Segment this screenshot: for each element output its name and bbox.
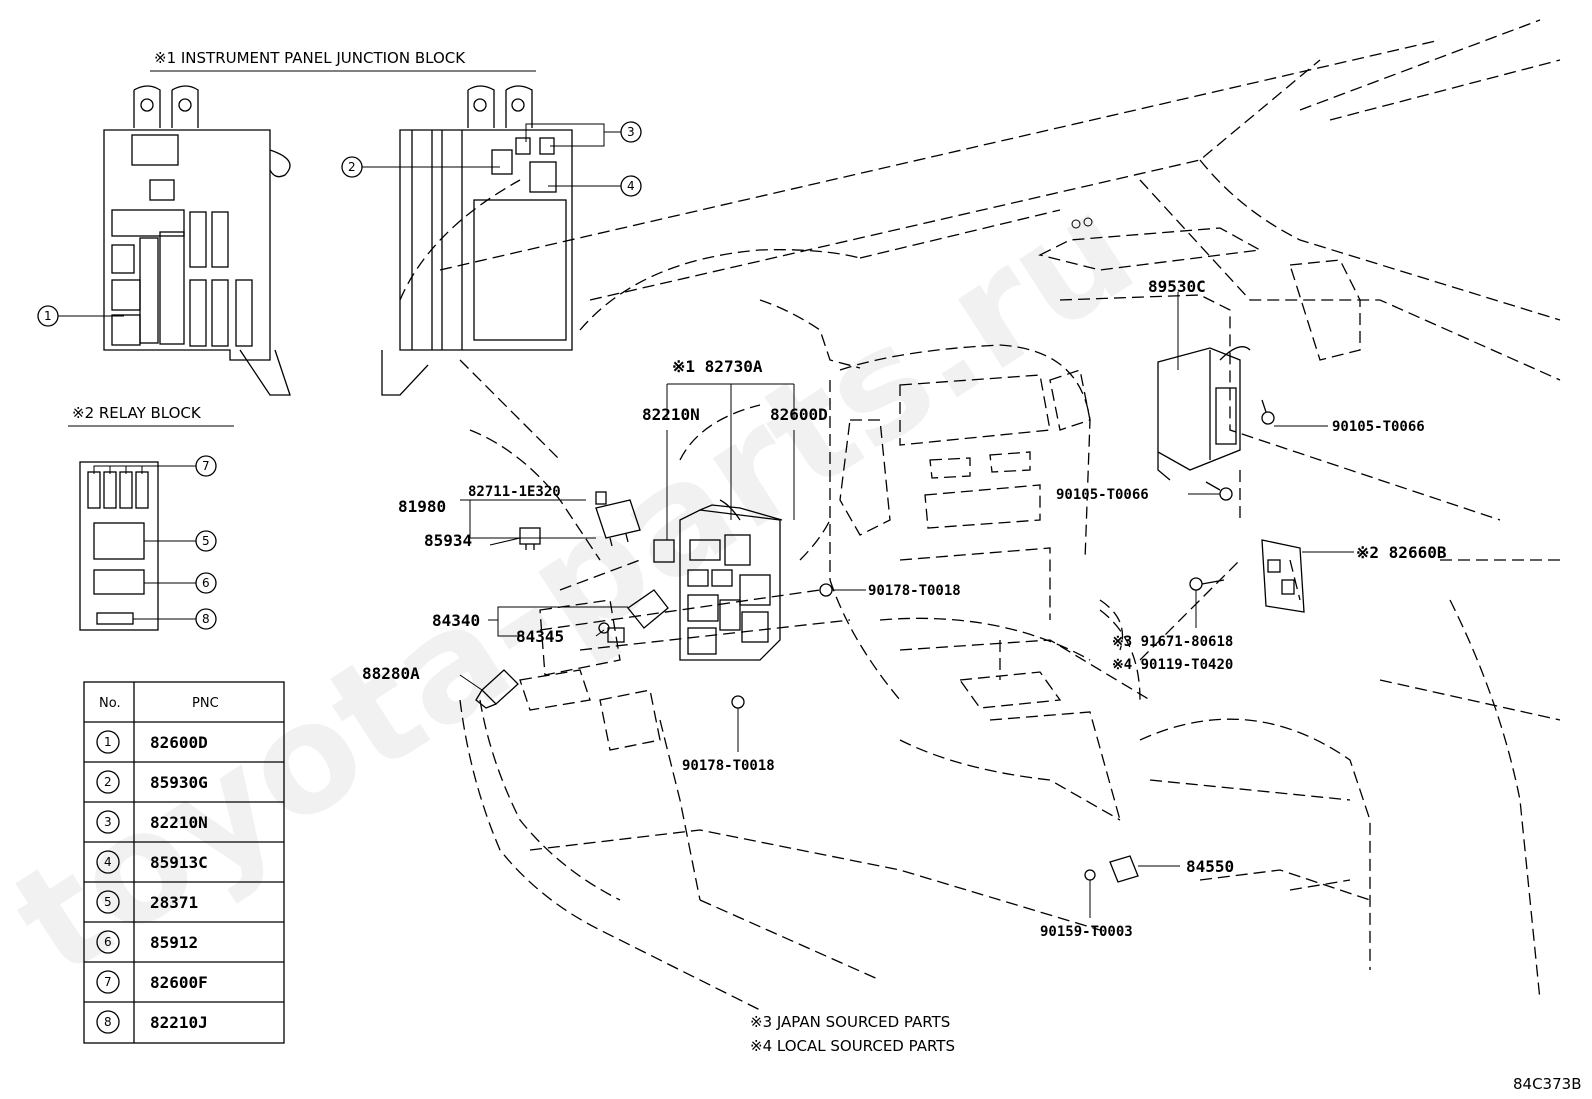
callout-1: 1 — [37, 305, 124, 327]
svg-text:5: 5 — [202, 534, 210, 548]
label-84345: 84345 — [516, 627, 564, 646]
junction-block-front — [103, 85, 291, 396]
svg-text:85913C: 85913C — [150, 853, 208, 872]
label-81980: 81980 — [398, 497, 446, 516]
svg-text:85930G: 85930G — [150, 773, 208, 792]
nut-90178-lower-part — [731, 695, 745, 709]
label-90105-t0066-lower: 90105-T0066 — [1056, 487, 1149, 503]
label-84550: 84550 — [1186, 857, 1234, 876]
clip-82711-part — [595, 491, 607, 505]
table-row: 4 85913C — [96, 850, 208, 874]
junction-block-title: ※1 INSTRUMENT PANEL JUNCTION BLOCK — [154, 49, 466, 67]
label-89530c: 89530C — [1148, 277, 1206, 296]
svg-text:28371: 28371 — [150, 893, 198, 912]
relay-82210n-part — [653, 539, 675, 563]
label-82600d: 82600D — [770, 405, 828, 424]
label-82730a: ※1 82730A — [672, 357, 763, 376]
label-82711-1e320: 82711-1E320 — [468, 484, 561, 500]
label-90178-t0018-upper: 90178-T0018 — [868, 583, 961, 599]
svg-text:8: 8 — [104, 1015, 112, 1029]
callout-8: 8 — [133, 608, 217, 630]
svg-text:82210N: 82210N — [150, 813, 208, 832]
svg-text:3: 3 — [104, 815, 112, 829]
figure-id: 84C373B — [1513, 1075, 1581, 1093]
svg-text:82600F: 82600F — [150, 973, 208, 992]
svg-text:5: 5 — [104, 895, 112, 909]
label-82660b: ※2 82660B — [1356, 543, 1447, 562]
table-row: 6 85912 — [96, 930, 198, 954]
bolt-90105-lower-part — [1205, 481, 1233, 501]
bolt-90105-upper-part — [1261, 399, 1275, 425]
svg-text:6: 6 — [202, 576, 210, 590]
label-90178-t0018-lower: 90178-T0018 — [682, 758, 775, 774]
label-90159-t0003: 90159-T0003 — [1040, 924, 1133, 940]
svg-text:2: 2 — [104, 775, 112, 789]
svg-text:2: 2 — [348, 160, 356, 174]
label-91671-80618: ※3 91671-80618 — [1112, 634, 1233, 650]
note-japan-sourced: ※3 JAPAN SOURCED PARTS — [750, 1013, 950, 1031]
svg-text:1: 1 — [104, 735, 112, 749]
junction-block-side — [381, 85, 573, 396]
callout-2: 2 — [341, 156, 500, 178]
relay-82660b-part — [1261, 539, 1305, 613]
ecu-89530c-part — [1157, 346, 1251, 481]
label-90105-t0066-upper: 90105-T0066 — [1332, 419, 1425, 435]
label-82210n: 82210N — [642, 405, 700, 424]
label-88280a: 88280A — [362, 664, 420, 683]
table-header-pnc: PNC — [192, 696, 219, 711]
svg-text:85912: 85912 — [150, 933, 198, 952]
nut-90178-upper-part — [819, 583, 833, 597]
screw-91671-part — [1189, 577, 1225, 591]
callout-6: 6 — [144, 572, 217, 594]
svg-text:7: 7 — [202, 459, 210, 473]
switch-84340-part — [607, 589, 669, 643]
svg-text:4: 4 — [627, 179, 635, 193]
svg-text:82600D: 82600D — [150, 733, 208, 752]
svg-text:6: 6 — [104, 935, 112, 949]
relay-block — [79, 461, 159, 631]
clip-90159-part — [1084, 869, 1096, 881]
watermark-text: toyota-parts.ru — [0, 161, 1163, 1011]
table-header-no: No. — [99, 696, 121, 711]
leader-lines — [459, 292, 1354, 918]
svg-text:8: 8 — [202, 612, 210, 626]
callout-3: 3 — [525, 121, 642, 147]
callout-5: 5 — [144, 530, 217, 552]
dashboard-outline — [399, 19, 1561, 1011]
svg-text:7: 7 — [104, 975, 112, 989]
table-row: 2 85930G — [96, 770, 208, 794]
relay-82711-part — [595, 499, 641, 547]
relay-block-title: ※2 RELAY BLOCK — [72, 404, 202, 422]
callout-7: 7 — [93, 455, 217, 477]
label-84340: 84340 — [432, 611, 480, 630]
note-local-sourced: ※4 LOCAL SOURCED PARTS — [750, 1037, 955, 1055]
relay-85934-part — [519, 527, 541, 550]
switch-84550-part — [1109, 855, 1139, 883]
label-90119-t0420: ※4 90119-T0420 — [1112, 657, 1233, 673]
clip-84345-part — [598, 622, 610, 634]
table-row: 1 82600D — [96, 730, 208, 754]
table-row: 7 82600F — [96, 970, 208, 994]
svg-text:1: 1 — [44, 309, 52, 323]
svg-text:3: 3 — [627, 125, 635, 139]
table-row: 5 28371 — [96, 890, 198, 914]
svg-text:82210J: 82210J — [150, 1013, 208, 1032]
svg-text:4: 4 — [104, 855, 112, 869]
sensor-88280a-part — [475, 669, 519, 709]
junction-block-part — [679, 499, 783, 661]
table-row: 3 82210N — [96, 810, 208, 834]
label-85934: 85934 — [424, 531, 472, 550]
table-row: 8 82210J — [96, 1010, 208, 1034]
callout-4: 4 — [548, 175, 642, 197]
